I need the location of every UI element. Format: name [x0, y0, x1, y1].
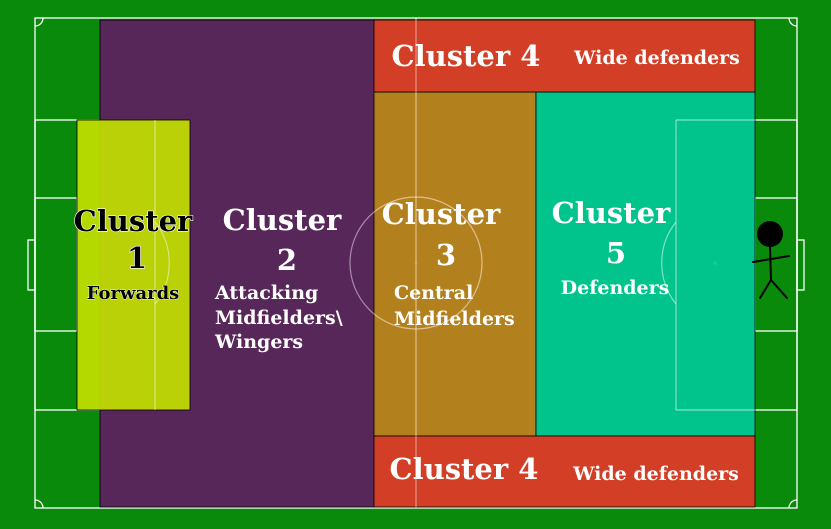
cluster-2-role-line3: Wingers: [214, 331, 303, 353]
pitch-markings-overlay: [154, 20, 755, 507]
cluster-4-bottom-role: Wide defenders: [572, 463, 739, 485]
cluster-2-title: Cluster: [223, 203, 342, 237]
cluster-3-number: 3: [436, 238, 456, 272]
cluster-2-role-line2: Midfielders\: [215, 307, 343, 329]
cluster-4-bottom-region: [373, 435, 756, 508]
cluster-1-region: [76, 119, 191, 411]
cluster-1-role: Forwards: [87, 283, 180, 304]
cluster-3-role-line2: Midfielders: [394, 308, 515, 330]
cluster-4-top-title: Cluster 4: [392, 39, 541, 73]
cluster-4-top-role: Wide defenders: [573, 47, 740, 69]
cluster-4-top-region: [373, 19, 756, 93]
cluster-5-role: Defenders: [561, 277, 670, 299]
cluster-4-bottom-title: Cluster 4: [390, 452, 539, 486]
cluster-2-number: 2: [277, 243, 297, 277]
cluster-5-title: Cluster: [552, 196, 671, 230]
cluster-2-role-line1: Attacking: [214, 282, 318, 304]
cluster-3-title: Cluster: [382, 197, 501, 231]
cluster-1-number: 1: [127, 241, 147, 275]
cluster-5-number: 5: [606, 236, 626, 270]
cluster-1-title: Cluster: [74, 204, 193, 238]
cluster-5-region: [535, 91, 756, 437]
cluster-3-role-line1: Central: [394, 282, 473, 304]
stick-figure-icon: [752, 221, 790, 299]
